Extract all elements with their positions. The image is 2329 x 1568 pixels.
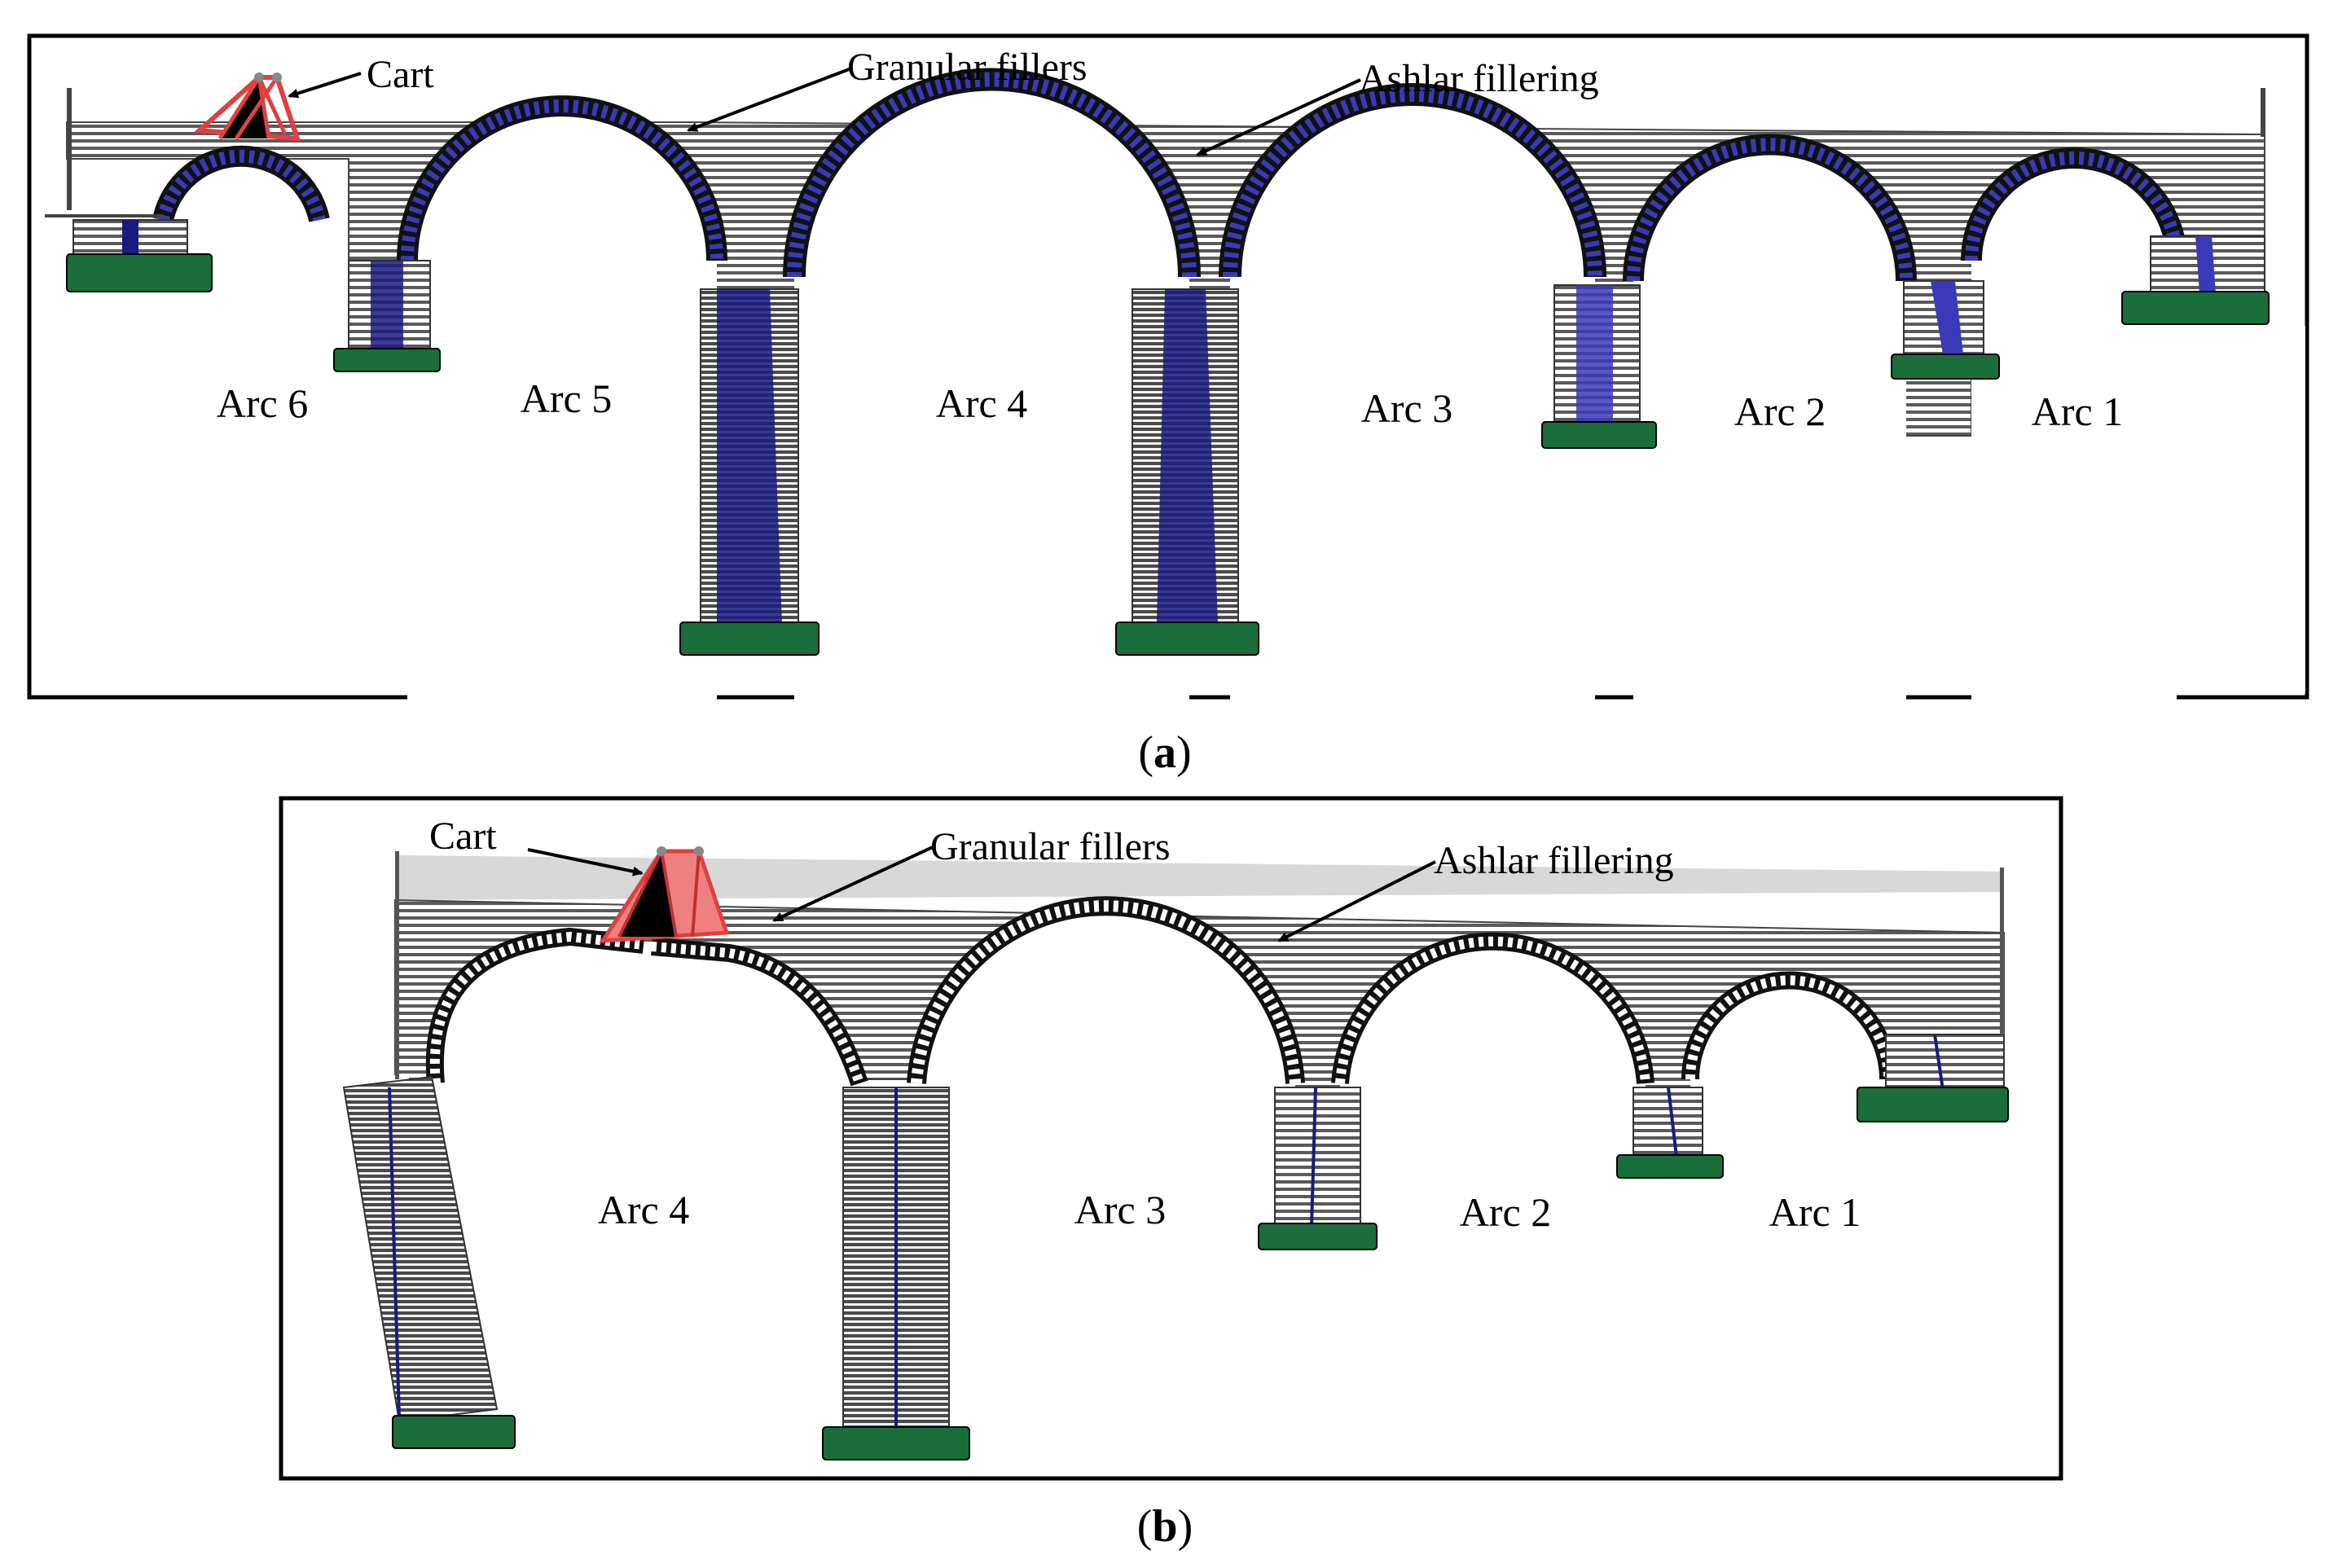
panel-a-cart-arrow	[288, 72, 362, 99]
panel-b-arc-label: Arc 2	[1460, 1189, 1551, 1235]
panel-a-arc-label: Arc 4	[936, 380, 1027, 426]
panel-b: Cart Granular fillers Ashlar fillering A…	[279, 796, 2063, 1481]
panel-a-cart-label: Cart	[367, 53, 434, 96]
panel-a-arch-rings	[152, 68, 2187, 282]
panel-b-arc-label: Arc 1	[1769, 1189, 1861, 1235]
panel-b-foundations	[392, 1087, 2009, 1460]
panel-b-cart-arrow	[527, 848, 644, 876]
panel-a-piers	[73, 219, 2265, 626]
panel-b-arc-label: Arc 3	[1074, 1187, 1166, 1232]
panel-b-granular-label: Granular fillers	[930, 825, 1171, 868]
panel-a-arc-label: Arc 2	[1734, 389, 1826, 434]
panel-b-arc-label: Arc 4	[598, 1187, 689, 1232]
panel-b-right-parapet	[2000, 867, 2004, 1034]
panel-a-caption: (a)	[1138, 727, 1191, 778]
panel-b-arch-rings	[425, 896, 1897, 1087]
panel-a-granular-arrow	[687, 67, 852, 132]
panel-b-caption: (b)	[1137, 1501, 1193, 1552]
panel-a-arc-label: Arc 6	[217, 380, 308, 426]
panel-b-ashlar-label: Ashlar fillering	[1434, 839, 1674, 882]
panel-a-right-parapet	[2261, 88, 2265, 137]
panel-b-ashlar-arrow	[1277, 860, 1436, 942]
panel-b-openings	[287, 906, 1888, 1466]
panel-a-left-parapet	[67, 88, 72, 210]
panel-a-arc-label: Arc 5	[521, 376, 612, 421]
panel-a: Cart Granular fillers Ashlar fillering A…	[27, 33, 2309, 701]
panel-b-cart-label: Cart	[429, 815, 497, 858]
panel-a-arc-label: Arc 3	[1361, 385, 1452, 431]
panel-b-granular-arrow	[772, 845, 934, 922]
panel-a-arc-label: Arc 1	[2032, 389, 2123, 434]
panel-b-left-parapet	[395, 851, 399, 1079]
panel-b-light-fill	[395, 855, 2004, 900]
panel-b-piers	[342, 1034, 2005, 1430]
panel-a-granular-label: Granular fillers	[847, 46, 1088, 89]
panel-a-openings	[33, 79, 2305, 701]
panel-a-ashlar-arrow	[1196, 78, 1361, 156]
panel-a-cart	[193, 72, 301, 142]
panel-b-cart	[599, 845, 730, 943]
panel-a-foundations	[66, 253, 2270, 656]
panel-a-ashlar-label: Ashlar fillering	[1359, 57, 1599, 100]
